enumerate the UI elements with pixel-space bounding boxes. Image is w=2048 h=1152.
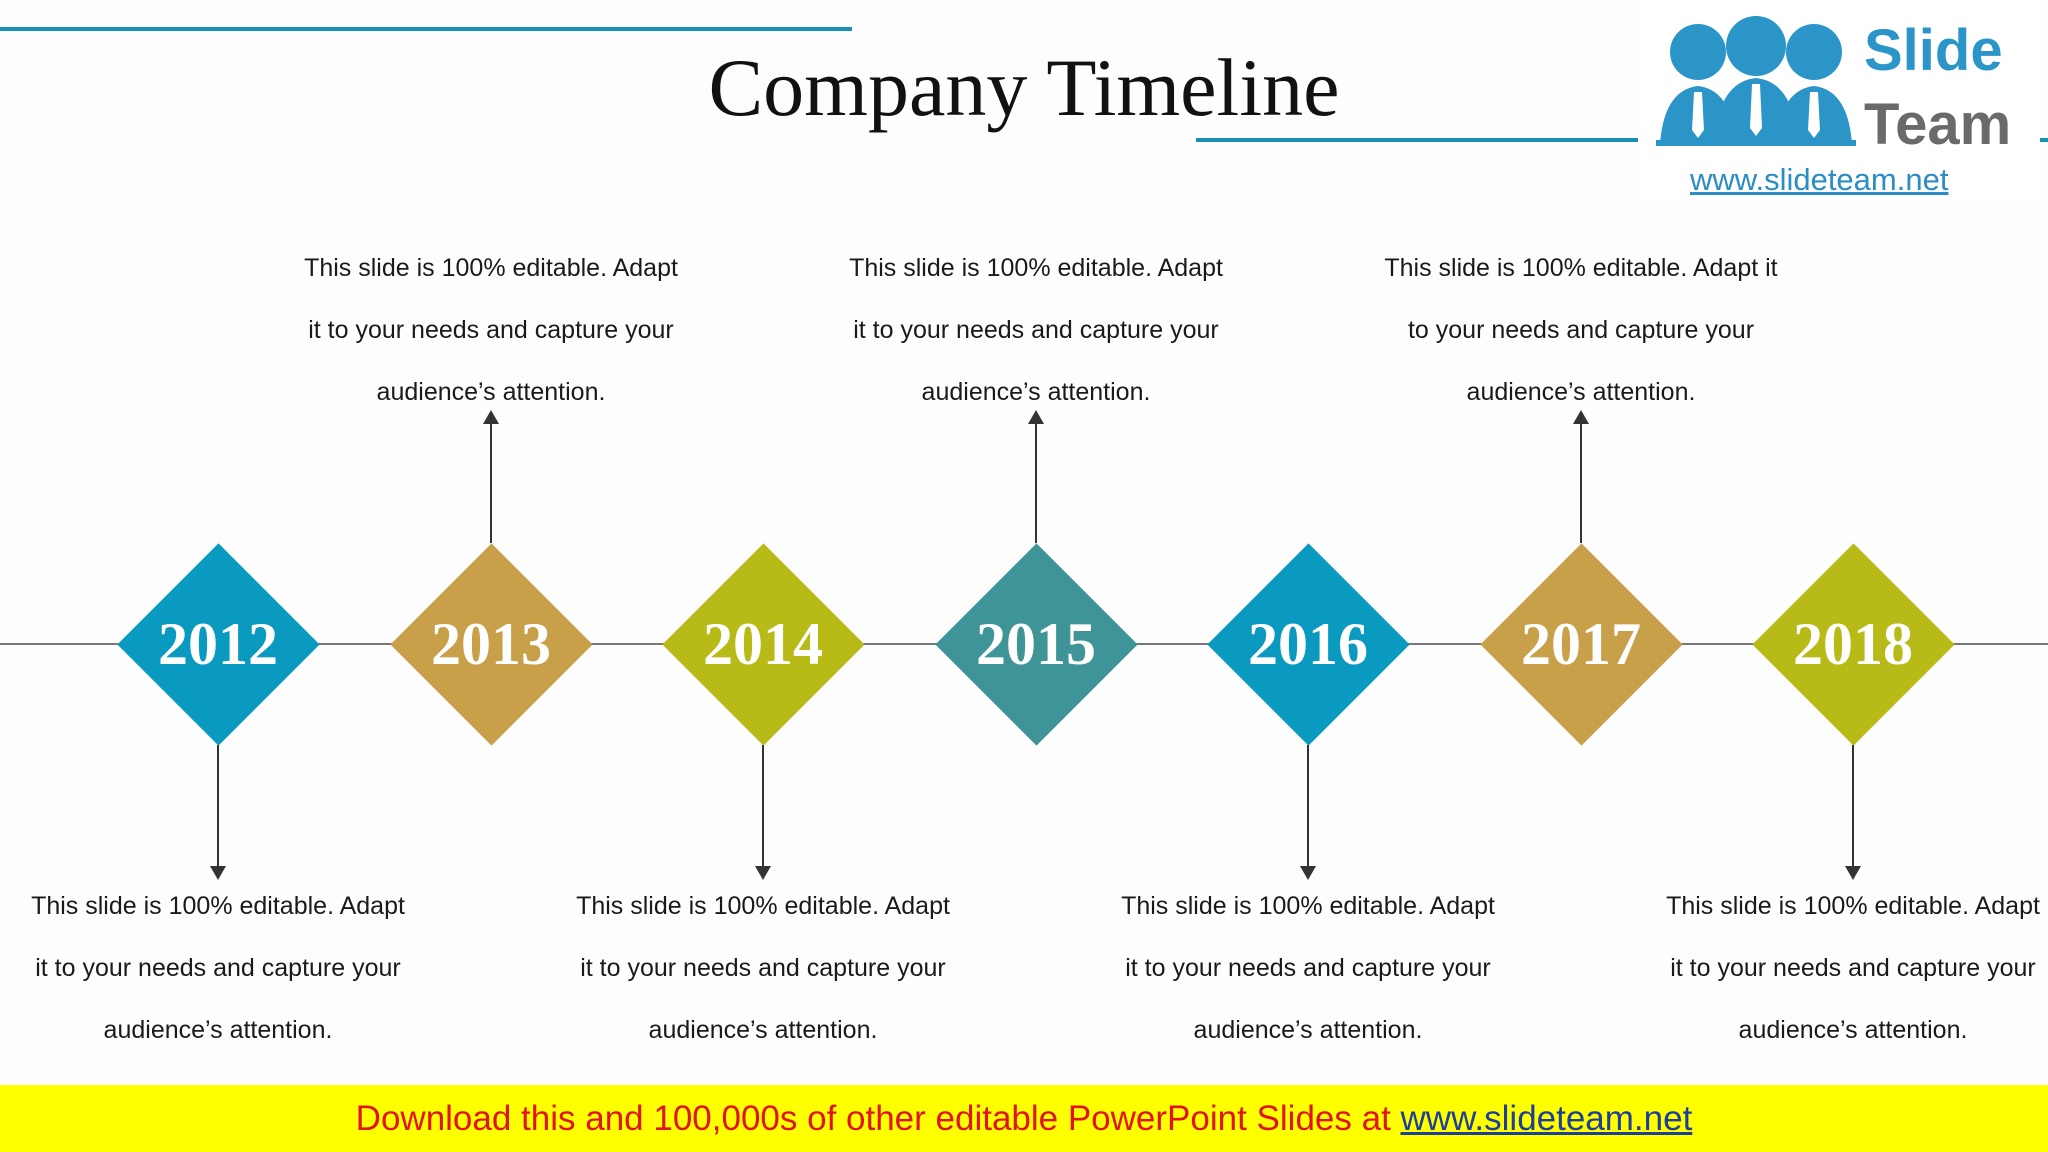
page-title: Company Timeline [708,42,1340,133]
milestone-year: 2012 [158,611,278,677]
milestone-year: 2016 [1248,611,1368,677]
description-line: This slide is 100% editable. Adapt [1666,892,2040,920]
milestone-connector [217,745,219,870]
description-line: This slide is 100% editable. Adapt [1121,892,1495,920]
banner-text: Download this and 100,000s of other edit… [0,1099,2048,1139]
description-line: it to your needs and capture your [580,954,946,982]
milestone-year: 2017 [1521,611,1641,677]
arrow-head-icon [1300,866,1316,880]
milestone-connector [1852,745,1854,870]
description-line: audience’s attention. [648,1016,878,1044]
description-line: it to your needs and capture your [1670,954,2036,982]
milestone-year: 2013 [431,611,551,677]
description-line: audience’s attention. [921,378,1151,406]
milestone-year: 2015 [976,611,1096,677]
description-line: This slide is 100% editable. Adapt [576,892,950,920]
logo-word-slide: Slide [1864,18,2003,83]
description-line: This slide is 100% editable. Adapt [849,254,1223,282]
description-line: it to your needs and capture your [308,316,674,344]
milestone-description: This slide is 100% editable. Adapt it to … [1643,875,2048,1061]
arrow-head-icon [210,866,226,880]
milestone-description: This slide is 100% editable. Adapt it to … [8,875,428,1061]
description-line: audience’s attention. [1193,1016,1423,1044]
description-line: This slide is 100% editable. Adapt [31,892,405,920]
description-line: to your needs and capture your [1407,316,1755,344]
milestone-year: 2018 [1793,611,1913,677]
milestone-connector [762,745,764,870]
milestone-description: This slide is 100% editable. Adapt it to … [826,237,1246,423]
milestone-connector [1580,414,1582,543]
slideteam-logo[interactable]: Slide Team www.slideteam.net [1638,2,2040,198]
arrow-head-icon [1028,410,1044,424]
banner-link[interactable]: www.slideteam.net [1400,1099,1693,1138]
title-accent-line-left [0,27,852,31]
banner-message: Download this and 100,000s of other edit… [355,1099,1401,1138]
logo-url-link[interactable]: www.slideteam.net [1690,162,1949,197]
milestone-connector [1035,414,1037,543]
description-line: audience’s attention. [103,1016,333,1044]
download-banner [0,1085,2048,1152]
logo-word-team: Team [1864,92,2012,157]
arrow-head-icon [755,866,771,880]
description-line: audience’s attention. [1466,378,1696,406]
description-line: it to your needs and capture your [1125,954,1491,982]
description-line: This slide is 100% editable. Adapt it [1384,254,1778,282]
arrow-head-icon [1573,410,1589,424]
arrow-head-icon [483,410,499,424]
milestone-year: 2014 [703,611,823,677]
description-line: audience’s attention. [1738,1016,1968,1044]
milestone-description: This slide is 100% editable. Adapt it to … [1371,237,1791,423]
arrow-head-icon [1845,866,1861,880]
milestone-description: This slide is 100% editable. Adapt it to … [281,237,701,423]
people-icon [1656,16,1856,146]
description-line: audience’s attention. [376,378,606,406]
milestone-connector [1307,745,1309,870]
description-line: it to your needs and capture your [35,954,401,982]
description-line: This slide is 100% editable. Adapt [304,254,678,282]
milestone-connector [490,414,492,543]
milestone-description: This slide is 100% editable. Adapt it to … [1098,875,1518,1061]
title-accent-line-right [1196,138,2048,142]
description-line: it to your needs and capture your [853,316,1219,344]
milestone-description: This slide is 100% editable. Adapt it to … [553,875,973,1061]
